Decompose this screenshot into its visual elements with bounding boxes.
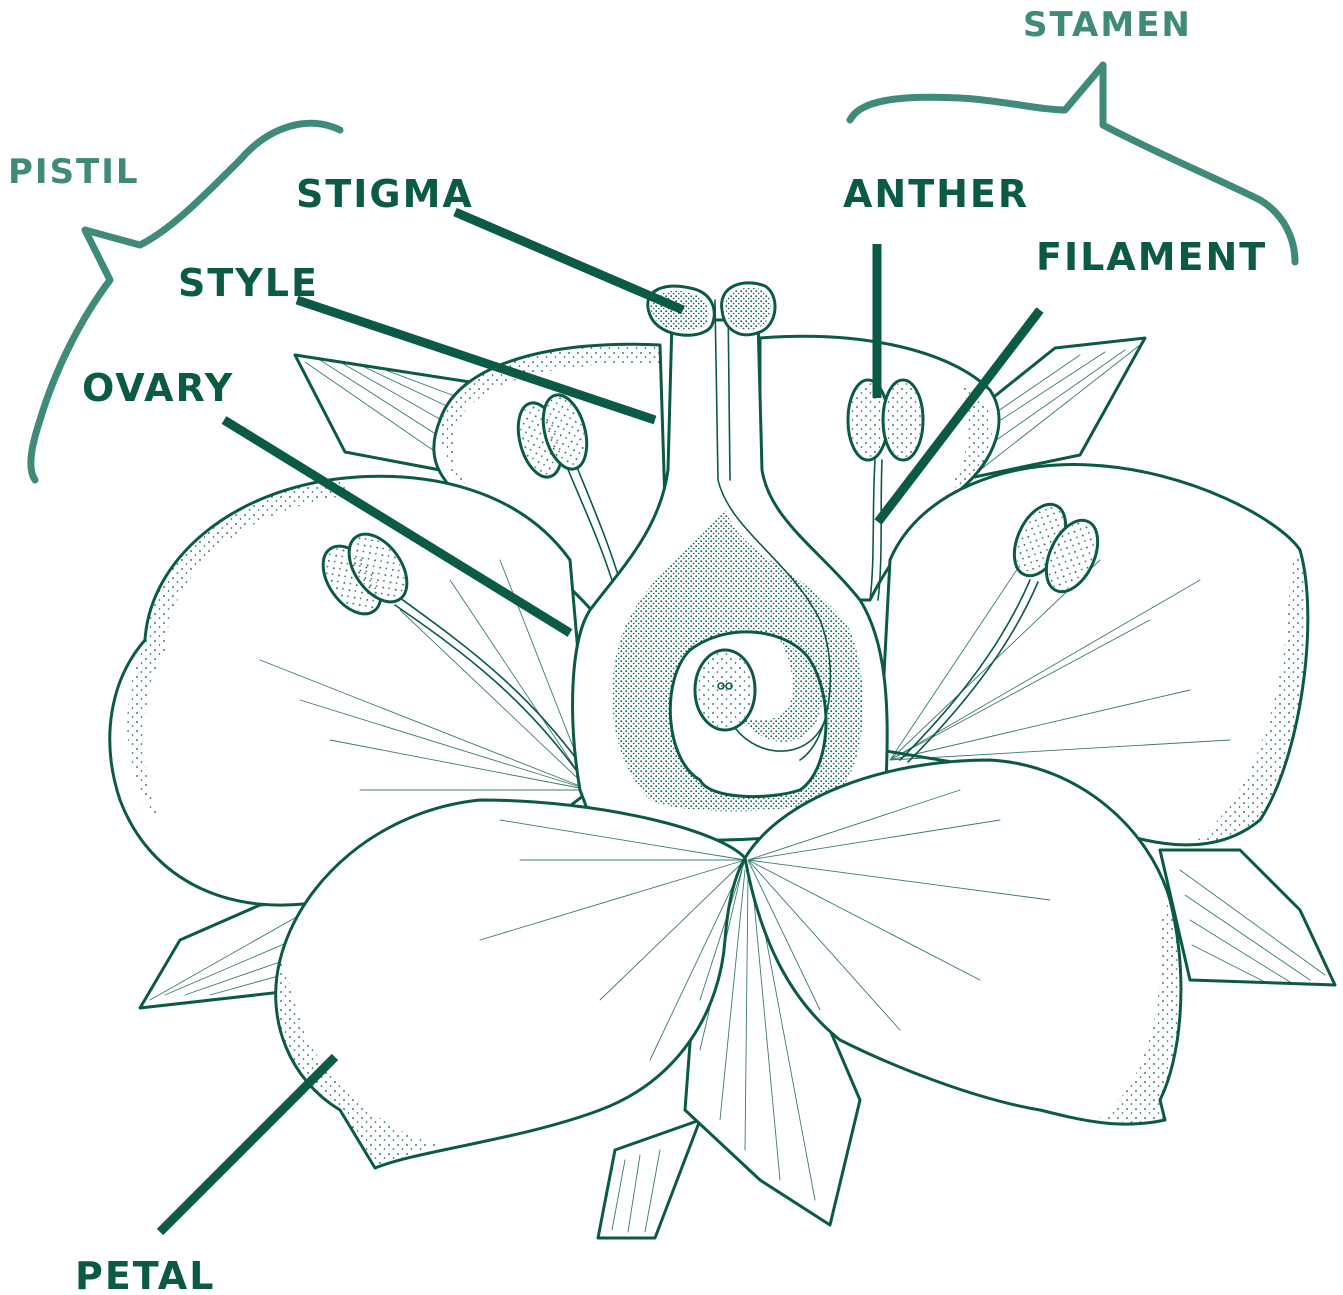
pistil-label: PISTIL xyxy=(8,152,140,192)
filament-label: FILAMENT xyxy=(1036,235,1267,279)
stem xyxy=(598,1120,700,1238)
style-label: STYLE xyxy=(178,261,319,305)
stigma-leader-line xyxy=(455,212,683,310)
stigma-label: STIGMA xyxy=(296,172,474,216)
anther-label: ANTHER xyxy=(843,172,1029,216)
stamen-brace xyxy=(850,65,1295,262)
petal-label: PETAL xyxy=(75,1254,215,1295)
ovary-label: OVARY xyxy=(82,366,234,410)
stamen-label: STAMEN xyxy=(1023,5,1192,45)
petal-leader-line xyxy=(160,1057,335,1232)
sepal-bottom-right xyxy=(1160,850,1335,985)
